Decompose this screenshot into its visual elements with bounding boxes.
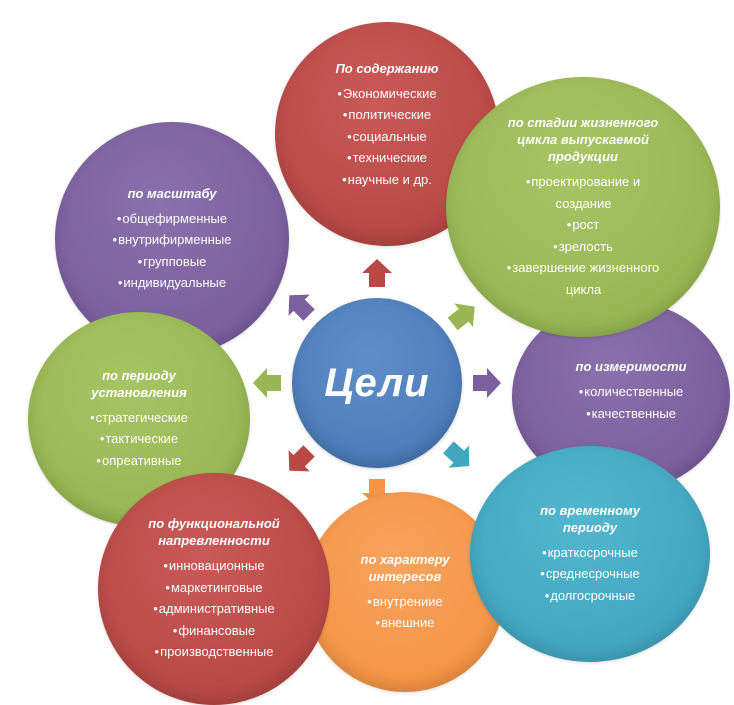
list-item: административные — [153, 598, 275, 620]
title-line: по функциональной — [148, 516, 280, 532]
title-line: по стадии жизненного — [507, 115, 659, 130]
node-period-title: по периоду установления — [91, 367, 187, 401]
node-time: по временному периоду краткосрочные сред… — [470, 446, 710, 662]
list-item: зрелость — [507, 236, 660, 258]
title-line: цмкла выпускаемой — [517, 132, 649, 147]
arrow-to-functional — [288, 445, 315, 472]
node-interests: по характеру интересов внутрениие внешни… — [305, 492, 505, 692]
list-item: среднесрочные — [540, 563, 640, 585]
list-item-continuation: создание — [555, 195, 612, 211]
arrow-to-period — [253, 368, 281, 398]
list-item: политические — [337, 104, 436, 126]
node-functional-title: по функциональной напревленности — [148, 515, 279, 549]
list-item: финансовые — [153, 620, 275, 642]
list-item: внешние — [367, 612, 443, 634]
node-functional-list: инновационные маркетинговые администрати… — [153, 555, 275, 663]
list-item: маркетинговые — [153, 577, 275, 599]
list-item: тактические — [90, 428, 188, 450]
node-period-list: стратегические тактические опреативные — [90, 407, 188, 472]
title-line: установления — [91, 384, 187, 400]
list-item: рост — [507, 214, 660, 236]
center-label: Цели — [324, 360, 430, 405]
node-lifecycle-title: по стадии жизненного цмкла выпускаемой п… — [508, 114, 658, 165]
title-line: продукции — [548, 149, 618, 164]
list-item: внутрениие — [367, 591, 443, 613]
title-line: интересов — [368, 568, 442, 584]
center-goals: Цели — [292, 298, 462, 468]
list-item: социальные — [337, 126, 436, 148]
list-item: долгосрочные — [540, 585, 639, 607]
node-lifecycle: по стадии жизненного цмкла выпускаемой п… — [446, 77, 720, 337]
list-item: общефирменные — [113, 208, 232, 230]
node-time-list: краткосрочные среднесрочные долгосрочные — [540, 542, 640, 607]
node-scale-list: общефирменные внутрифирменные групповые … — [113, 208, 232, 294]
title-line: по периоду — [102, 367, 176, 383]
node-time-title: по временному периоду — [540, 502, 640, 536]
list-item: групповые — [113, 251, 232, 273]
node-content-list: Экономические политические социальные те… — [337, 83, 437, 191]
list-item: стратегические — [90, 407, 188, 429]
title-line: по временному — [540, 502, 640, 518]
arrow-to-measurability — [473, 368, 501, 398]
list-item: качественные — [579, 403, 684, 425]
node-measurability-list: количественные качественные — [579, 381, 684, 425]
arrow-to-lifecycle — [447, 303, 475, 331]
arrow-to-content — [362, 259, 392, 287]
arrow-to-time — [443, 441, 470, 468]
node-lifecycle-list: проектирование и создание рост зрелость … — [507, 171, 660, 300]
node-interests-list: внутрениие внешние — [367, 591, 443, 634]
title-line: напревленности — [158, 533, 270, 549]
title-line: периоду — [562, 519, 618, 535]
list-item: индивидуальные — [113, 272, 232, 294]
list-item: краткосрочные — [540, 542, 639, 564]
list-item-continuation: цикла — [565, 281, 602, 297]
list-item: проектирование и — [507, 171, 660, 193]
list-item: завершение жизненного — [507, 257, 659, 279]
node-content-title: По содержанию — [335, 60, 439, 76]
list-item: производственные — [153, 641, 275, 663]
list-item: внутрифирменные — [113, 229, 231, 251]
list-item: инновационные — [153, 555, 275, 577]
node-measurability-title: по измеримости — [575, 359, 687, 374]
list-item: Экономические — [337, 83, 437, 105]
node-scale-title: по масштабу — [127, 185, 217, 201]
arrow-to-scale — [288, 294, 315, 321]
list-item: научные и др. — [337, 169, 436, 191]
node-interests-title: по характеру интересов — [361, 551, 450, 585]
title-line: по характеру — [360, 551, 450, 567]
list-item: количественные — [579, 381, 683, 403]
list-item: опреативные — [90, 450, 188, 472]
list-item: технические — [337, 147, 436, 169]
node-functional: по функциональной напревленности инновац… — [98, 473, 330, 705]
